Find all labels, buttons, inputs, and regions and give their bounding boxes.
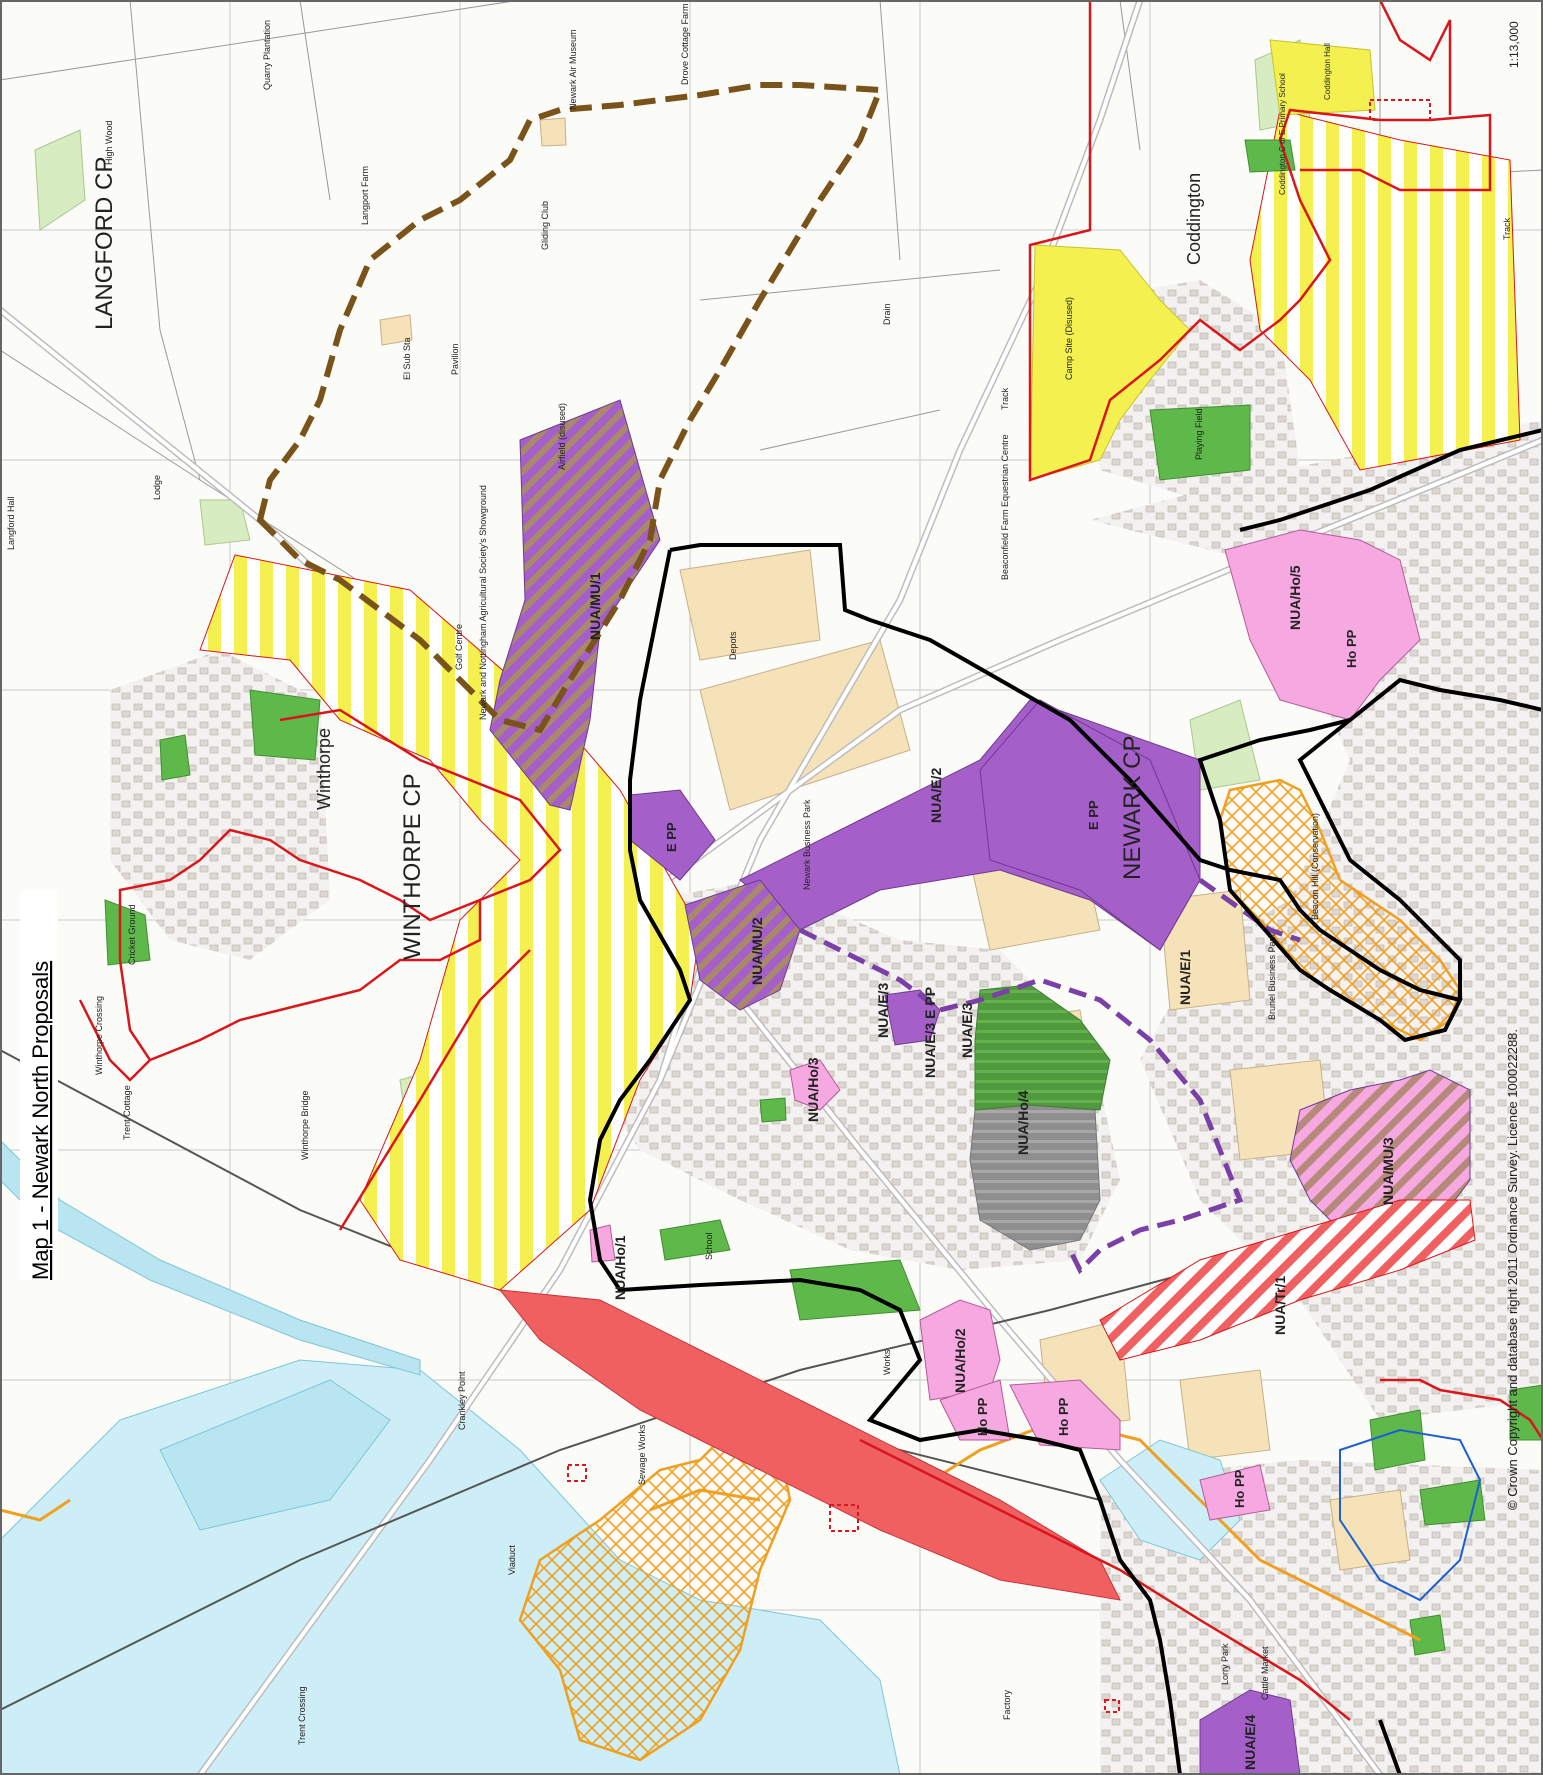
label-nua-e-2: NUA/E/2 bbox=[928, 768, 944, 823]
text-cricket-ground: Cricket Ground bbox=[127, 904, 137, 965]
label-ho-pp-3: Ho PP bbox=[1232, 1469, 1247, 1508]
text-coddington-school: Coddington C of E Primary School bbox=[1278, 73, 1287, 195]
text-showground: Newark and Nottingham Agricultural Socie… bbox=[478, 485, 488, 720]
site-ho-pp-1 bbox=[939, 1379, 1011, 1441]
site-nua-tr-1 bbox=[1099, 1199, 1476, 1361]
text-newark-business-park: Newark Business Park bbox=[802, 799, 812, 890]
label-nua-mu-3: NUA/MU/3 bbox=[1380, 1137, 1396, 1205]
map-annotations: High Wood Langford Hall Lodge Quarry Pla… bbox=[6, 3, 1512, 1745]
red-dashed-markers bbox=[567, 99, 1431, 1713]
label-ho-pp-1: Ho PP bbox=[975, 1397, 990, 1436]
text-school: School bbox=[704, 1232, 714, 1260]
text-pavilion: Pavilion bbox=[450, 343, 460, 375]
text-newark-air-museum: Newark Air Museum bbox=[568, 29, 578, 110]
site-nua-ho-2 bbox=[919, 1299, 1001, 1401]
place-names: LANGFORD CP WINTHORPE CP NEWARK CP Winth… bbox=[91, 157, 1204, 960]
label-nua-e-3a: NUA/E/3 bbox=[875, 983, 891, 1038]
urban-boundary bbox=[587, 428, 1543, 1775]
housing-proposals bbox=[589, 529, 1421, 1521]
label-ho-pp-2: Ho PP bbox=[1056, 1397, 1071, 1436]
label-e-pp-1: E PP bbox=[664, 822, 679, 852]
text-trent-crossing: Trent Crossing bbox=[297, 1686, 307, 1745]
text-factory: Factory bbox=[1002, 1689, 1012, 1720]
open-space-areas bbox=[104, 139, 1543, 1656]
place-winthorpe-cp: WINTHORPE CP bbox=[399, 773, 426, 960]
text-brunel-business-park: Brunel Business Park bbox=[1267, 933, 1277, 1020]
site-nua-ho-5 bbox=[1224, 529, 1421, 721]
site-nua-e-3 bbox=[884, 989, 941, 1046]
label-nua-e-3c: NUA/E/3 bbox=[959, 1003, 975, 1058]
place-langford-cp: LANGFORD CP bbox=[91, 157, 118, 330]
text-high-wood: High Wood bbox=[104, 121, 114, 165]
text-depots: Depots bbox=[728, 631, 738, 660]
map-title: Map 1 - Newark North Proposals bbox=[28, 961, 53, 1280]
settlement-boundaries bbox=[78, 0, 1543, 1721]
text-viaduct: Viaduct bbox=[507, 1545, 517, 1575]
title-box: Map 1 - Newark North Proposals bbox=[20, 890, 58, 1280]
site-ho-pp-2 bbox=[1009, 1379, 1121, 1451]
text-works: Works bbox=[882, 1349, 892, 1375]
site-nua-mu-1 bbox=[489, 399, 661, 811]
label-nua-e-1: NUA/E/1 bbox=[1177, 950, 1193, 1005]
label-e-pp-2: E PP bbox=[1086, 800, 1101, 830]
label-nua-ho-1: NUA/Ho/1 bbox=[612, 1235, 628, 1300]
text-beacon-hill: Beacon Hill (Conservation) bbox=[1310, 813, 1320, 920]
site-nua-ho-3 bbox=[789, 1059, 841, 1111]
text-track-2: Track bbox=[1502, 217, 1512, 240]
site-ho-pp-3 bbox=[1199, 1464, 1271, 1521]
text-playing-field: Playing Field bbox=[1194, 408, 1204, 460]
text-winthorpe-bridge: Winthorpe Bridge bbox=[300, 1090, 310, 1160]
text-beaconfield-farm: Beaconfield Farm Equestrian Centre bbox=[1000, 434, 1010, 580]
text-drove-cottage-farm: Drove Cottage Farm bbox=[680, 3, 690, 85]
place-newark-cp: NEWARK CP bbox=[1119, 736, 1146, 880]
label-ho-pp-4: Ho PP bbox=[1344, 629, 1359, 668]
text-trent-cottage: Trent Cottage bbox=[122, 1085, 132, 1140]
orange-boundary-lines bbox=[0, 1418, 1421, 1642]
label-nua-e-3b: NUA/E/3 E PP bbox=[922, 987, 938, 1078]
text-el-sub-sta: El Sub Sta bbox=[402, 337, 412, 380]
railway-safeguard-red bbox=[498, 1289, 1121, 1601]
text-winthorpe-crossing: Winthorpe Crossing bbox=[94, 996, 104, 1075]
label-nua-e-4: NUA/E/4 bbox=[1242, 1715, 1258, 1770]
text-track-1: Track bbox=[1000, 387, 1010, 410]
employment-proposals bbox=[629, 699, 1301, 1775]
map-scale: 1:13,000 bbox=[1507, 21, 1521, 68]
text-coddington-hall: Coddington Hall bbox=[1323, 43, 1332, 100]
label-nua-ho-3: NUA/Ho/3 bbox=[805, 1057, 821, 1122]
text-langport-farm: Langport Farm bbox=[360, 166, 370, 225]
site-green-hatched bbox=[974, 984, 1111, 1111]
label-nua-mu-2: NUA/MU/2 bbox=[749, 917, 765, 985]
employment-dashed-boundary bbox=[798, 877, 1301, 1275]
showground-boundary bbox=[256, 82, 885, 734]
label-nua-ho-4: NUA/Ho/4 bbox=[1015, 1090, 1031, 1155]
text-drain: Drain bbox=[882, 303, 892, 325]
label-nua-ho-2: NUA/Ho/2 bbox=[952, 1328, 968, 1393]
place-winthorpe: Winthorpe bbox=[314, 728, 334, 810]
text-gliding-club: Gliding Club bbox=[540, 201, 550, 250]
label-nua-ho-5: NUA/Ho/5 bbox=[1287, 565, 1303, 630]
text-quarry-plantation: Quarry Plantation bbox=[262, 20, 272, 90]
label-nua-mu-1: NUA/MU/1 bbox=[587, 572, 603, 640]
copyright-notice: © Crown Copyright and database right 201… bbox=[1505, 1029, 1520, 1510]
text-cattle-market: Cattle Market bbox=[1260, 1646, 1270, 1700]
label-nua-tr-1: NUA/Tr/1 bbox=[1272, 1276, 1288, 1335]
text-lorry-park: Lorry Park bbox=[1220, 1643, 1230, 1685]
site-nua-e-4 bbox=[1199, 1689, 1301, 1775]
conservation-area-boundary bbox=[1339, 1428, 1482, 1602]
site-nua-mu-2 bbox=[684, 879, 801, 1011]
yellow-areas bbox=[1029, 39, 1376, 481]
site-labels: NUA/MU/1 NUA/MU/2 NUA/MU/3 NUA/E/1 NUA/E… bbox=[587, 565, 1396, 1770]
text-camp-site: Camp Site (Disused) bbox=[1064, 297, 1074, 380]
text-airfield: Airfield (disused) bbox=[557, 403, 567, 470]
site-e-pp-east bbox=[979, 699, 1201, 951]
place-coddington: Coddington bbox=[1184, 173, 1204, 265]
text-lodge: Lodge bbox=[152, 475, 162, 500]
text-crankley-point: Crankley Point bbox=[457, 1371, 467, 1430]
text-sewage-works: Sewage Works bbox=[637, 1424, 647, 1485]
text-golf-centre: Golf Centre bbox=[454, 624, 464, 670]
text-langford-hall: Langford Hall bbox=[6, 496, 16, 550]
